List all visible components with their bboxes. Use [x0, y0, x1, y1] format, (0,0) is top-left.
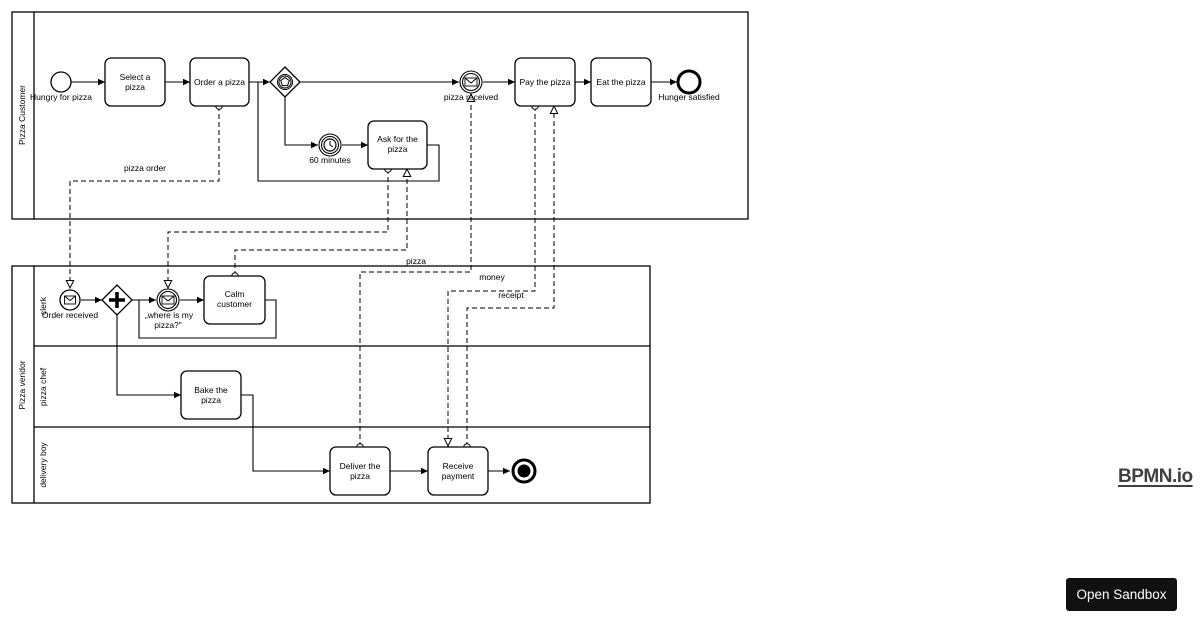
clock-icon — [323, 138, 337, 152]
envelope-icon — [161, 295, 175, 305]
task-order-pizza[interactable]: Order a pizza — [189, 57, 250, 107]
task-calm-customer[interactable]: Calm customer — [203, 275, 266, 325]
flow-calm-loop — [138, 299, 277, 339]
flow-gateway-to-timer — [284, 97, 318, 149]
envelope-icon — [64, 295, 76, 305]
svg-text:Deliver the: Deliver the — [340, 461, 381, 471]
label-60-minutes: 60 minutes — [309, 155, 351, 165]
svg-text:Bake the: Bake the — [194, 385, 228, 395]
label-where-line1: „where is my — [145, 310, 194, 320]
svg-text:pizza: pizza — [201, 395, 221, 405]
envelope-icon — [464, 77, 478, 87]
svg-text:pizza: pizza — [388, 144, 408, 154]
svg-text:Order a pizza: Order a pizza — [194, 77, 245, 87]
event-based-gateway[interactable] — [269, 66, 301, 98]
label-pizza-received: pizza received — [444, 92, 499, 102]
open-sandbox-button[interactable]: Open Sandbox — [1066, 578, 1177, 611]
svg-text:Ask for the: Ask for the — [377, 134, 418, 144]
intermediate-event-pizza-received[interactable]: pizza received — [444, 70, 499, 102]
intermediate-event-where-is-my-pizza[interactable]: „where is my pizza?" — [145, 288, 194, 330]
flow-bake-to-deliver — [241, 394, 330, 475]
task-deliver-pizza[interactable]: Deliver the pizza — [329, 446, 391, 496]
timer-event-60-minutes[interactable]: 60 minutes — [309, 133, 351, 165]
task-receive-payment[interactable]: Receive payment — [427, 446, 489, 496]
pool-label-customer: Pizza Customer — [17, 85, 27, 145]
flow-gateway-to-bake — [116, 315, 181, 399]
pentagon-icon — [280, 76, 290, 87]
plus-icon — [109, 292, 125, 308]
label-receipt: receipt — [498, 290, 524, 300]
svg-text:pizza: pizza — [350, 471, 370, 481]
label-pizza-order: pizza order — [124, 163, 166, 173]
label-satisfied: Hunger satisfied — [658, 92, 720, 102]
svg-text:Calm: Calm — [225, 289, 245, 299]
pool-pizza-customer[interactable]: Pizza Customer — [11, 11, 749, 220]
start-event-order-received[interactable]: Order received — [42, 289, 98, 320]
svg-text:customer: customer — [217, 299, 252, 309]
task-bake-pizza[interactable]: Bake the pizza — [180, 370, 242, 420]
lane-label-delivery-boy: delivery boy — [38, 442, 48, 488]
msg-calm-to-ask — [235, 169, 407, 276]
svg-text:payment: payment — [442, 471, 475, 481]
lane-label-clerk: clerk — [38, 296, 48, 315]
end-event-satisfied[interactable]: Hunger satisfied — [658, 69, 720, 102]
label-pizza: pizza — [406, 256, 426, 266]
sequence-flows — [71, 78, 677, 475]
label-where-line2: pizza?" — [154, 320, 182, 330]
task-select-pizza[interactable]: Select a pizza — [104, 57, 166, 107]
pool-label-vendor: Pizza vendor — [17, 360, 27, 409]
parallel-gateway[interactable] — [101, 284, 133, 316]
start-event-hungry[interactable]: Hungry for pizza — [30, 71, 92, 102]
svg-text:Pay the pizza: Pay the pizza — [519, 77, 570, 87]
task-pay-pizza[interactable]: Pay the pizza — [514, 57, 576, 107]
task-eat-pizza[interactable]: Eat the pizza — [590, 57, 652, 107]
task-ask-for-pizza[interactable]: Ask for the pizza — [367, 120, 428, 170]
message-flows — [70, 94, 554, 447]
message-flow-labels: pizza order pizza money receipt — [124, 163, 524, 300]
bpmn-io-logo[interactable]: BPMN.io — [1118, 466, 1193, 487]
label-hungry: Hungry for pizza — [30, 92, 92, 102]
label-order-received: Order received — [42, 310, 98, 320]
svg-text:pizza: pizza — [125, 82, 145, 92]
svg-text:Eat the pizza: Eat the pizza — [596, 77, 645, 87]
label-money: money — [479, 272, 505, 282]
svg-text:Select a: Select a — [120, 72, 151, 82]
end-event-vendor[interactable] — [511, 458, 537, 484]
svg-text:Receive: Receive — [443, 461, 474, 471]
lane-label-pizza-chef: pizza chef — [38, 367, 48, 406]
